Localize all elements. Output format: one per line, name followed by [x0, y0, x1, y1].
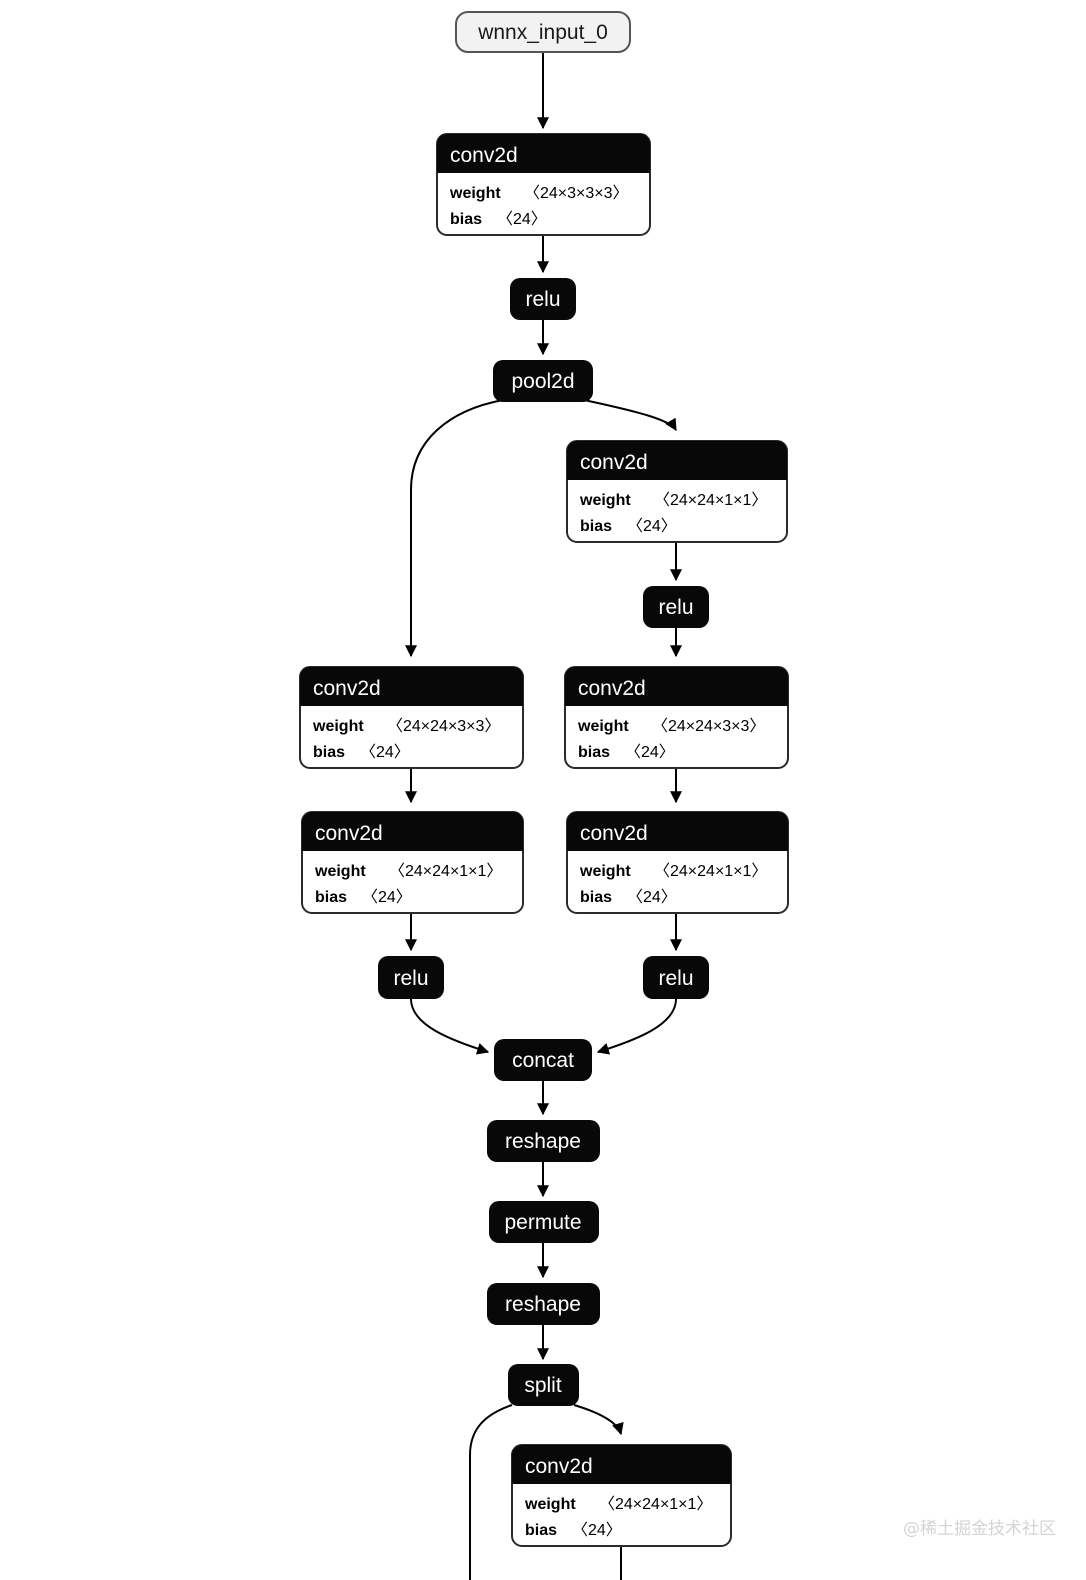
node-relu1-box — [510, 278, 576, 320]
node-conv-r3-weight-value: 〈24×24×1×1〉 — [654, 863, 767, 880]
node-relu1-label: relu — [525, 288, 560, 311]
node-conv-r1[interactable]: conv2d weight 〈24×24×1×1〉 bias 〈24〉 — [566, 440, 788, 543]
node-conv1-weight-key: weight — [449, 185, 501, 202]
node-conv1-label: conv2d — [450, 144, 518, 167]
node-conv-r3-bias-key: bias — [580, 889, 612, 906]
node-reshape1-box — [487, 1120, 600, 1162]
node-conv-bottom-weight-value: 〈24×24×1×1〉 — [599, 1496, 712, 1513]
node-conv-l2-label: conv2d — [313, 677, 381, 700]
node-conv-r3-bias-value: 〈24〉 — [627, 889, 677, 906]
edge-split-to-left-branch — [469, 1404, 513, 1580]
node-relu-r4-box — [643, 956, 709, 999]
node-conv-r3[interactable]: conv2d weight 〈24×24×1×1〉 bias 〈24〉 — [566, 811, 789, 914]
graph-edges — [405, 52, 682, 1580]
node-relu-r1-label: relu — [658, 596, 693, 619]
node-conv-bottom-bias-key: bias — [525, 1522, 557, 1539]
node-conv-l2-bias-value: 〈24〉 — [360, 744, 410, 761]
node-concat-label: concat — [512, 1049, 574, 1072]
node-relu-l4-box — [378, 956, 444, 999]
node-conv-l2-weight-value: 〈24×24×3×3〉 — [387, 718, 500, 735]
node-conv-r1-bias-value: 〈24〉 — [627, 518, 677, 535]
edge-relu-r4-to-concat — [596, 998, 677, 1055]
node-conv1-bias-value: 〈24〉 — [497, 211, 547, 228]
node-conv-l3-label: conv2d — [315, 822, 383, 845]
edge-pool1-to-conv-r1 — [583, 399, 677, 432]
node-conv-r2-bias-key: bias — [578, 744, 610, 761]
node-split[interactable]: split — [508, 1364, 579, 1406]
node-conv-r1-label: conv2d — [580, 451, 648, 474]
node-conv-l2[interactable]: conv2d weight 〈24×24×3×3〉 bias 〈24〉 — [299, 666, 524, 769]
node-reshape2-box — [487, 1283, 600, 1325]
node-concat-box — [494, 1039, 592, 1081]
node-reshape2[interactable]: reshape — [487, 1283, 600, 1325]
node-relu-l4-label: relu — [393, 967, 428, 990]
node-conv1-bias-key: bias — [450, 211, 482, 228]
node-conv-l3-header — [302, 812, 523, 851]
node-conv-r1-bias-key: bias — [580, 518, 612, 535]
node-conv-r1-header — [567, 441, 787, 480]
node-conv-l2-header — [300, 667, 523, 706]
node-relu-r4-label: relu — [658, 967, 693, 990]
node-conv-bottom-label: conv2d — [525, 1455, 593, 1478]
node-reshape1-label: reshape — [505, 1130, 581, 1153]
node-relu-l4[interactable]: relu — [378, 956, 444, 999]
node-conv-r2[interactable]: conv2d weight 〈24×24×3×3〉 bias 〈24〉 — [564, 666, 789, 769]
node-conv-bottom-weight-key: weight — [524, 1496, 576, 1513]
watermark-label: @稀土掘金技术社区 — [903, 1519, 1056, 1539]
node-permute-box — [489, 1201, 599, 1243]
edge-split-to-conv-bottom — [573, 1404, 624, 1436]
node-conv-l3[interactable]: conv2d weight 〈24×24×1×1〉 bias 〈24〉 — [301, 811, 524, 914]
node-conv1[interactable]: conv2d weight 〈24×3×3×3〉 bias 〈24〉 — [436, 133, 651, 236]
node-conv-l3-bias-key: bias — [315, 889, 347, 906]
node-conv-r2-header — [565, 667, 788, 706]
node-conv-l2-weight-key: weight — [312, 718, 364, 735]
node-input-label: wnnx_input_0 — [477, 21, 608, 44]
node-conv-bottom-header — [512, 1445, 731, 1484]
node-input-box — [455, 11, 631, 53]
node-relu1[interactable]: relu — [510, 278, 576, 320]
node-reshape2-label: reshape — [505, 1293, 581, 1316]
node-conv1-weight-value: 〈24×3×3×3〉 — [524, 185, 629, 202]
node-concat[interactable]: concat — [494, 1039, 592, 1081]
node-conv-r3-label: conv2d — [580, 822, 648, 845]
node-input[interactable]: wnnx_input_0 — [455, 11, 631, 53]
node-split-label: split — [524, 1374, 562, 1397]
node-reshape1[interactable]: reshape — [487, 1120, 600, 1162]
node-pool1-box — [493, 360, 593, 402]
node-conv-r2-bias-value: 〈24〉 — [625, 744, 675, 761]
node-conv-r3-header — [567, 812, 788, 851]
node-pool1-label: pool2d — [511, 370, 574, 393]
node-conv-r1-weight-value: 〈24×24×1×1〉 — [654, 492, 767, 509]
node-conv-r2-weight-key: weight — [577, 718, 629, 735]
node-split-box — [508, 1364, 579, 1406]
edge-pool1-to-conv-l2 — [405, 399, 504, 658]
node-conv-r1-weight-key: weight — [579, 492, 631, 509]
node-conv-bottom[interactable]: conv2d weight 〈24×24×1×1〉 bias 〈24〉 — [511, 1444, 732, 1547]
node-conv-r2-label: conv2d — [578, 677, 646, 700]
node-conv-bottom-bias-value: 〈24〉 — [572, 1522, 622, 1539]
node-relu-r1[interactable]: relu — [643, 586, 709, 628]
node-conv1-header — [437, 134, 650, 173]
node-relu-r4[interactable]: relu — [643, 956, 709, 999]
node-pool1[interactable]: pool2d — [493, 360, 593, 402]
node-relu-r1-box — [643, 586, 709, 628]
edge-relu-l4-to-concat — [410, 998, 490, 1055]
node-conv-l2-bias-key: bias — [313, 744, 345, 761]
node-permute[interactable]: permute — [489, 1201, 599, 1243]
node-permute-label: permute — [504, 1211, 581, 1234]
node-conv-r2-weight-value: 〈24×24×3×3〉 — [652, 718, 765, 735]
node-conv-l3-weight-value: 〈24×24×1×1〉 — [389, 863, 502, 880]
node-conv-l3-bias-value: 〈24〉 — [362, 889, 412, 906]
node-conv-r3-weight-key: weight — [579, 863, 631, 880]
node-conv-l3-weight-key: weight — [314, 863, 366, 880]
